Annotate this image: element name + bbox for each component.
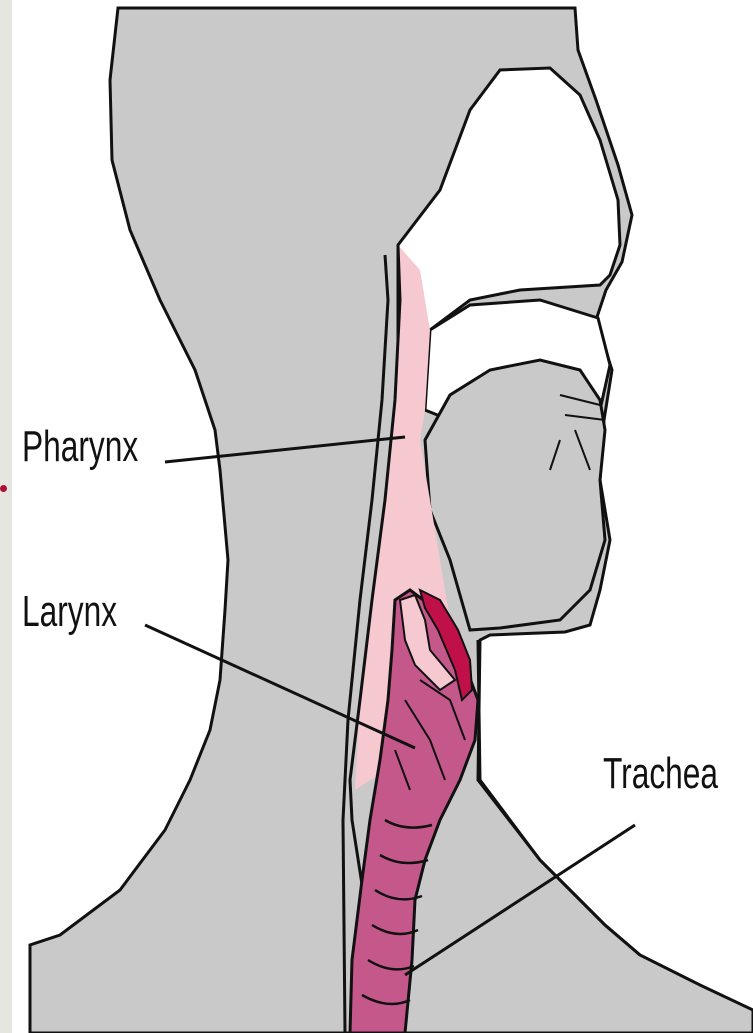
trachea-label: Trachea [603,752,718,796]
pharynx-label: Pharynx [22,425,138,469]
larynx-label: Larynx [22,590,117,634]
